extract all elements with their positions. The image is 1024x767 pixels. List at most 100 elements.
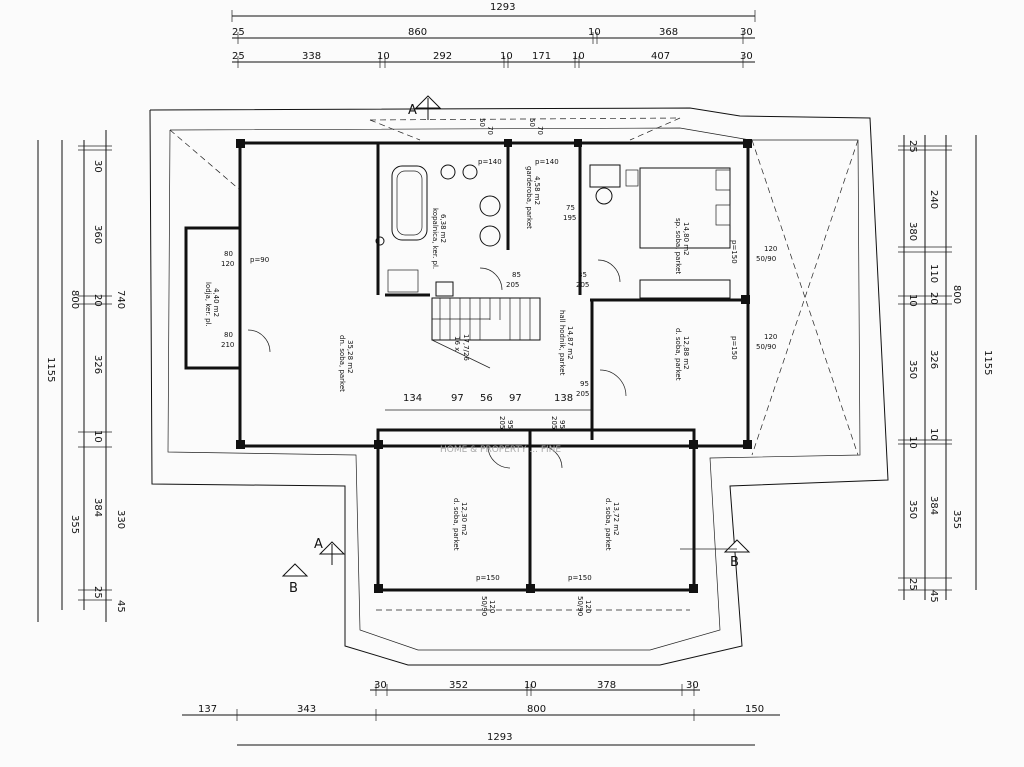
- stair-label-1: 16 x: [453, 336, 461, 351]
- dim-top-r1-d: 368: [659, 27, 678, 38]
- room-right-area: 12,88 m2: [682, 336, 690, 370]
- dim-bot-r2-d: 150: [745, 704, 764, 715]
- room-bedroom-master-name: sp. soba, parket: [674, 218, 682, 274]
- bath-door-w: 85: [512, 271, 521, 279]
- dim-bot-r2-b: 343: [297, 704, 316, 715]
- dim-left-c1-e: 10: [92, 430, 103, 443]
- dim-right-c1-b: 380: [907, 222, 918, 241]
- dim-top-r2-a: 25: [232, 51, 245, 62]
- dim-right-c1-g: 25: [907, 578, 918, 591]
- room-bathroom-area: 6,38 m2: [439, 214, 447, 243]
- dim-right-total: 1155: [982, 350, 993, 375]
- balcony-door-h: 210: [221, 341, 234, 349]
- dim-bot-r2-a: 137: [198, 704, 217, 715]
- int-dim-5: 138: [554, 393, 573, 404]
- top-pair-a-1: 50: [478, 118, 486, 127]
- bath-door-h: 205: [506, 281, 519, 289]
- dim-right-c2-d: 326: [928, 350, 939, 369]
- dim-left-c3-a: 740: [115, 290, 126, 309]
- dim-top-total: 1293: [490, 2, 515, 13]
- dim-top-r1-b: 860: [408, 27, 427, 38]
- fixtures: [375, 164, 731, 299]
- right-win-top-w: 120: [764, 245, 777, 253]
- dim-left-c1-b: 360: [92, 225, 103, 244]
- balcony-win-w: 80: [224, 250, 233, 258]
- dim-bot-r1-b: 352: [449, 680, 468, 691]
- dim-right-c3-b: 355: [951, 510, 962, 529]
- room-bottom-right-name: d. soba, parket: [604, 498, 612, 551]
- closet-h: 195: [563, 214, 576, 222]
- stair-label-2: 17,7/26: [462, 334, 470, 361]
- dim-right-c2-g: 45: [928, 590, 939, 603]
- small-door-a-h: 205: [498, 416, 506, 429]
- hall-door-right-w: 95: [580, 380, 589, 388]
- room-hall-name: hall hodnik, parket: [558, 310, 566, 376]
- room-wardrobe-area: 4,58 m2: [533, 176, 541, 205]
- dim-right-c2-a: 240: [928, 190, 939, 209]
- room-balcony-area: 4,40 m2: [212, 288, 220, 317]
- interior-dimensions: 134 97 56 97 138: [385, 393, 592, 411]
- dim-top-r2-g: 10: [572, 51, 585, 62]
- walls: [184, 141, 750, 592]
- balcony-win-p: p=90: [250, 256, 269, 264]
- int-dim-4: 97: [509, 393, 522, 404]
- dim-right-c2-f: 384: [928, 496, 939, 515]
- dim-left-c1-d: 326: [92, 355, 103, 374]
- room-bottom-left-area: 12,30 m2: [460, 502, 468, 536]
- dim-right-c1-e: 10: [907, 436, 918, 449]
- top-dimensions: 1293 25 860 10 368 30 25 338 10 292 10 1…: [231, 2, 756, 68]
- section-mark-b-right: B: [730, 555, 739, 570]
- dim-left-c3-c: 45: [115, 600, 126, 613]
- hall-door-top-h: 205: [576, 281, 589, 289]
- stairs: 16 x 17,7/26: [431, 297, 541, 369]
- bottom-win-b-p: p=150: [568, 574, 592, 582]
- int-dim-3: 56: [480, 393, 493, 404]
- dim-left-c1-c: 20: [92, 294, 103, 307]
- watermark-text: HOME & PROPERTY ... FINE: [440, 445, 561, 455]
- dim-right-c1-c: 10: [907, 294, 918, 307]
- dim-left-total: 1155: [45, 357, 56, 382]
- int-dim-1: 134: [403, 393, 422, 404]
- dim-bot-r1-c: 10: [524, 680, 537, 691]
- bottom-win-a-p: p=150: [476, 574, 500, 582]
- door-swings: [247, 259, 627, 469]
- room-right-name: d. soba, parket: [674, 328, 682, 381]
- room-hall-area: 14,87 m2: [566, 326, 574, 360]
- right-win-mid-h: 50/90: [756, 343, 776, 351]
- dim-left-c1-g: 25: [92, 586, 103, 599]
- dim-right-c1-a: 25: [907, 140, 918, 153]
- dim-top-r2-d: 292: [433, 51, 452, 62]
- balcony-door-w: 80: [224, 331, 233, 339]
- small-door-b-w: 95: [558, 420, 566, 429]
- room-bottom-left-name: d. soba, parket: [452, 498, 460, 551]
- dim-top-r2-i: 30: [740, 51, 753, 62]
- room-bathroom-name: kopalnica, ker. pl.: [431, 208, 439, 269]
- dim-bot-total: 1293: [487, 732, 512, 743]
- opening-labels: 80 120 p=90 80 210 85 205 85 205 95 205 …: [221, 118, 777, 616]
- dim-left-c1-a: 30: [92, 160, 103, 173]
- right-win-mid-w: 120: [764, 333, 777, 341]
- section-mark-b-left: B: [289, 581, 298, 596]
- dim-left-c2-a: 800: [69, 290, 80, 309]
- top-pair-b-1: 50: [528, 118, 536, 127]
- dim-top-r2-h: 407: [651, 51, 670, 62]
- top-pair-a-2: 70: [486, 126, 494, 135]
- dim-bot-r2-c: 800: [527, 704, 546, 715]
- dim-top-r1-e: 30: [740, 27, 753, 38]
- bottom-win-a-w: 120: [488, 600, 496, 613]
- room-wardrobe-name: garderoba, parket: [525, 166, 533, 229]
- p140-a: p=140: [478, 158, 502, 166]
- dim-top-r2-c: 10: [377, 51, 390, 62]
- small-door-a-w: 95: [506, 420, 514, 429]
- dim-right-c3-a: 800: [951, 285, 962, 304]
- int-dim-2: 97: [451, 393, 464, 404]
- dim-left-c1-f: 384: [92, 498, 103, 517]
- dim-top-r2-f: 171: [532, 51, 551, 62]
- room-bedroom-master-area: 14,80 m2: [682, 222, 690, 256]
- section-mark-a-top: A: [408, 103, 417, 118]
- dim-bot-r1-d: 378: [597, 680, 616, 691]
- right-win-mid-p: p=150: [730, 336, 738, 360]
- dim-top-r1-c: 10: [588, 27, 601, 38]
- dim-left-c3-b: 330: [115, 510, 126, 529]
- dim-bot-r1-e: 30: [686, 680, 699, 691]
